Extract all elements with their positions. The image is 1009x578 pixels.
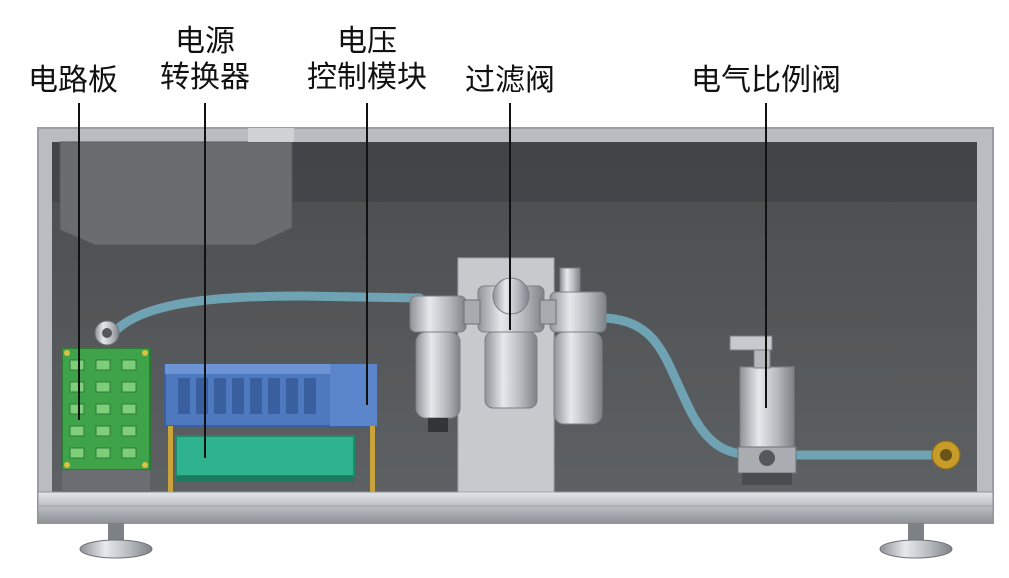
power-converter [164, 363, 378, 427]
right-foot [879, 523, 953, 559]
label-proportional-valve: 电气比例阀 [691, 63, 841, 98]
label-power-converter: 电源 转换器 [160, 24, 250, 95]
circuit-board [61, 320, 151, 492]
right-hose-fitting [931, 440, 961, 470]
label-filter-valve: 过滤阀 [465, 63, 555, 98]
label-voltage-control-module: 电压 控制模块 [307, 24, 427, 95]
left-foot [79, 523, 153, 559]
label-circuit-board: 电路板 [28, 63, 118, 98]
top-left-hood-tab [248, 128, 294, 142]
leader-lines [78, 103, 767, 458]
filter-valve [409, 257, 607, 493]
cabinet-bottom-rail [37, 491, 994, 524]
top-left-hood [59, 141, 293, 246]
